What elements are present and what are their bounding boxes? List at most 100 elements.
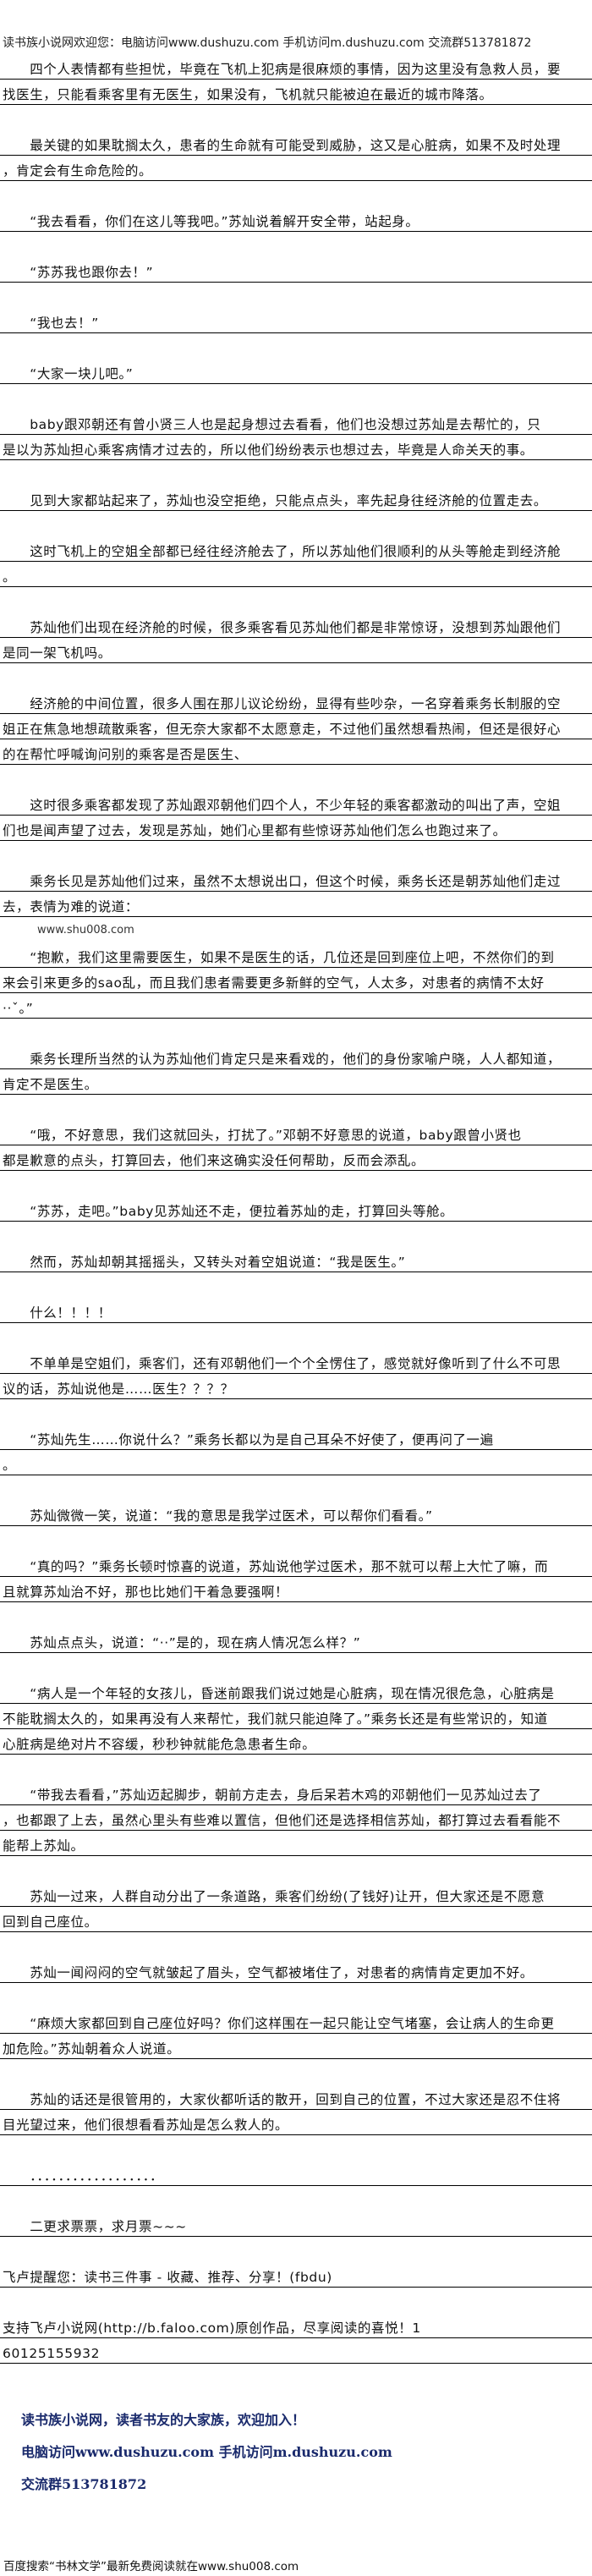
footer-group: 交流群513781872 xyxy=(21,2476,147,2492)
paragraph: “我去看看，你们在这儿等我吧。”苏灿说着解开安全带，站起身。 xyxy=(0,206,592,232)
text-line: baby跟邓朝还有曾小贤三人也是起身想过去看看，他们也没想过苏灿是去帮忙的，只 xyxy=(0,409,592,435)
paragraph: 苏灿一闻闷闷的空气就皱起了眉头，空气都被堵住了，对患者的病情肯定更加不好。 xyxy=(0,1958,592,1983)
text-line: 是以为苏灿担心乘客病情才过去的，所以他们纷纷表示也想过去，毕竟是人命关天的事。 xyxy=(0,435,592,460)
text-line: 什么！！！！ xyxy=(0,1298,592,1323)
paragraph: 苏灿点点头，说道：“··”是的，现在病人情况怎么样？” xyxy=(0,1628,592,1653)
text-line: 都是歉意的点头，打算回去，他们来这确实没任何帮助，反而会添乱。 xyxy=(0,1145,592,1171)
text-line: 支持飞卢小说网(http://b.faloo.com)原创作品，尽享阅读的喜悦！… xyxy=(0,2313,592,2338)
text-line: 来会引来更多的sao乱，而且我们患者需要更多新鲜的空气，人太多，对患者的病情不太… xyxy=(0,968,592,993)
bottom-note: 百度搜索“书林文学”最新免费阅读就在www.shu008.com xyxy=(3,2560,299,2573)
text-line: 。 xyxy=(0,1450,592,1475)
text-line: 不能耽搁太久的，如果再没有人来帮忙，我们就只能迫降了。”乘务长还是有些常识的，知… xyxy=(0,1704,592,1729)
paragraph: 最关键的如果耽搁太久，患者的生命就有可能受到威胁，这又是心脏病，如果不及时处理，… xyxy=(0,130,592,181)
text-line: “我去看看，你们在这儿等我吧。”苏灿说着解开安全带，站起身。 xyxy=(0,206,592,232)
text-line: 60125155932 xyxy=(0,2338,592,2364)
paragraph: “苏苏我也跟你去！” xyxy=(0,257,592,283)
paragraph: 这时很多乘客都发现了苏灿跟邓朝他们四个人，不少年轻的乘客都激动的叫出了声，空姐们… xyxy=(0,790,592,841)
text-line: 这时很多乘客都发现了苏灿跟邓朝他们四个人，不少年轻的乘客都激动的叫出了声，空姐 xyxy=(0,790,592,816)
paragraph: 经济舱的中间位置，很多人围在那儿议论纷纷，显得有些吵杂，一名穿着乘务长制服的空姐… xyxy=(0,689,592,765)
paragraph: “病人是一个年轻的女孩儿，昏迷前跟我们说过她是心脏病，现在情况很危急，心脏病是不… xyxy=(0,1678,592,1755)
paragraph: “带我去看看，”苏灿迈起脚步，朝前方走去，身后呆若木鸡的邓朝他们一见苏灿过去了，… xyxy=(0,1780,592,1856)
text-line: 飞卢提醒您：读书三件事 - 收藏、推荐、分享！(fbdu) xyxy=(0,2262,592,2288)
text-line: 不单单是空姐们，乘客们，还有邓朝他们一个个全愣住了，感觉就好像听到了什么不可思 xyxy=(0,1348,592,1374)
text-line: 姐正在焦急地想疏散乘客，但无奈大家都不太愿意走，不过他们虽然想看热闹，但还是很好… xyxy=(0,714,592,739)
text-line: “病人是一个年轻的女孩儿，昏迷前跟我们说过她是心脏病，现在情况很危急，心脏病是 xyxy=(0,1678,592,1704)
paragraph: 支持飞卢小说网(http://b.faloo.com)原创作品，尽享阅读的喜悦！… xyxy=(0,2313,592,2364)
paragraph: 什么！！！！ xyxy=(0,1298,592,1323)
text-line: 二更求票票，求月票~~~ xyxy=(0,2211,592,2237)
text-line: 苏灿的话还是很管用的，大家伙都听话的散开，回到自己的位置，不过大家还是忍不住将 xyxy=(0,2084,592,2110)
text-line: “苏苏，走吧。”baby见苏灿还不走，便拉着苏灿的走，打算回头等舱。 xyxy=(0,1196,592,1222)
text-line: 去，表情为难的说道： xyxy=(0,892,592,917)
paragraph: “抱歉，我们这里需要医生，如果不是医生的话，几位还是回到座位上吧，不然你们的到来… xyxy=(0,942,592,1019)
text-line: 乘务长理所当然的认为苏灿他们肯定只是来看戏的，他们的身份家喻户晓，人人都知道， xyxy=(0,1044,592,1069)
header-banner: 读书族小说网欢迎您：电脑访问www.dushuzu.com 手机访问m.dush… xyxy=(3,32,592,49)
text-line: 最关键的如果耽搁太久，患者的生命就有可能受到威胁，这又是心脏病，如果不及时处理 xyxy=(0,130,592,156)
text-line: 的在帮忙呼喊询问别的乘客是否是医生、 xyxy=(0,739,592,765)
paragraph: 二更求票票，求月票~~~ xyxy=(0,2211,592,2237)
text-line: 目光望过来，他们很想看看苏灿是怎么救人的。 xyxy=(0,2110,592,2135)
paragraph: “哦，不好意思，我们这就回头，打扰了。”邓朝不好意思的说道，baby跟曾小贤也都… xyxy=(0,1120,592,1171)
text-line: 肯定不是医生。 xyxy=(0,1069,592,1095)
text-line: 且就算苏灿治不好，那也比她们干着急要强啊！ xyxy=(0,1577,592,1602)
paragraph: 乘务长理所当然的认为苏灿他们肯定只是来看戏的，他们的身份家喻户晓，人人都知道，肯… xyxy=(0,1044,592,1095)
paragraph: 然而，苏灿却朝其摇摇头，又转头对着空姐说道：“我是医生。” xyxy=(0,1247,592,1272)
text-line: ．．．．．．．．．．．．．．．．．． xyxy=(0,2161,592,2186)
text-line: 苏灿点点头，说道：“··”是的，现在病人情况怎么样？” xyxy=(0,1628,592,1653)
text-line: 然而，苏灿却朝其摇摇头，又转头对着空姐说道：“我是医生。” xyxy=(0,1247,592,1272)
paragraph: 苏灿他们出现在经济舱的时候，很多乘客看见苏灿他们都是非常惊讶，没想到苏灿跟他们是… xyxy=(0,612,592,663)
text-line: “苏苏我也跟你去！” xyxy=(0,257,592,283)
paragraph: 苏灿的话还是很管用的，大家伙都听话的散开，回到自己的位置，不过大家还是忍不住将目… xyxy=(0,2084,592,2135)
paragraph: “苏灿先生……你说什么？”乘务长都以为是自己耳朵不好使了，便再问了一遍。 xyxy=(0,1425,592,1475)
text-line: 苏灿一闻闷闷的空气就皱起了眉头，空气都被堵住了，对患者的病情肯定更加不好。 xyxy=(0,1958,592,1983)
text-line: 能帮上苏灿。 xyxy=(0,1831,592,1856)
chapter-content: 四个人表情都有些担忧，毕竟在飞机上犯病是很麻烦的事情，因为这里没有急救人员，要找… xyxy=(0,54,592,2389)
site-footer: 读书族小说网，读者书友的大家族，欢迎加入！ 电脑访问www.dushuzu.co… xyxy=(21,2404,392,2501)
paragraph: “大家一块儿吧。” xyxy=(0,359,592,384)
text-line: “苏灿先生……你说什么？”乘务长都以为是自己耳朵不好使了，便再问了一遍 xyxy=(0,1425,592,1450)
text-line: 议的话，苏灿说他是……医生？？？？ xyxy=(0,1374,592,1399)
text-line: 这时飞机上的空姐全部都已经往经济舱去了，所以苏灿他们很顺利的从头等舱走到经济舱 xyxy=(0,536,592,562)
text-line: 加危险。”苏灿朝着众人说道。 xyxy=(0,2034,592,2059)
paragraph: ．．．．．．．．．．．．．．．．．． xyxy=(0,2161,592,2186)
text-line: “麻烦大家都回到自己座位好吗？你们这样围在一起只能让空气堵塞，会让病人的生命更 xyxy=(0,2008,592,2034)
text-line: 四个人表情都有些担忧，毕竟在飞机上犯病是很麻烦的事情，因为这里没有急救人员，要 xyxy=(0,54,592,80)
text-line: 见到大家都站起来了，苏灿也没空拒绝，只能点点头，率先起身往经济舱的位置走去。 xyxy=(0,486,592,511)
paragraph: 这时飞机上的空姐全部都已经往经济舱去了，所以苏灿他们很顺利的从头等舱走到经济舱。 xyxy=(0,536,592,587)
text-line: 是同一架飞机吗。 xyxy=(0,638,592,663)
text-line: 。 xyxy=(0,562,592,587)
text-line: 苏灿微微一笑，说道：“我的意思是我学过医术，可以帮你们看看。” xyxy=(0,1501,592,1526)
paragraph: “麻烦大家都回到自己座位好吗？你们这样围在一起只能让空气堵塞，会让病人的生命更加… xyxy=(0,2008,592,2059)
paragraph: 乘务长见是苏灿他们过来，虽然不太想说出口，但这个时候，乘务长还是朝苏灿他们走过去… xyxy=(0,866,592,917)
text-line: ，肯定会有生命危险的。 xyxy=(0,156,592,181)
watermark-link[interactable]: www.shu008.com xyxy=(37,924,134,936)
footer-access-links[interactable]: 电脑访问www.dushuzu.com 手机访问m.dushuzu.com xyxy=(21,2444,392,2460)
text-line: 心脏病是绝对片不容缓，秒秒钟就能危急患者生命。 xyxy=(0,1729,592,1755)
paragraph: 苏灿微微一笑，说道：“我的意思是我学过医术，可以帮你们看看。” xyxy=(0,1501,592,1526)
text-line: 们也是闻声望了过去，发现是苏灿，她们心里都有些惊讶苏灿他们怎么也跑过来了。 xyxy=(0,816,592,841)
text-line: 苏灿他们出现在经济舱的时候，很多乘客看见苏灿他们都是非常惊讶，没想到苏灿跟他们 xyxy=(0,612,592,638)
text-line: 回到自己座位。 xyxy=(0,1907,592,1932)
paragraph: 飞卢提醒您：读书三件事 - 收藏、推荐、分享！(fbdu) xyxy=(0,2262,592,2288)
text-line: ，也都跟了上去，虽然心里头有些难以置信，但他们还是选择相信苏灿，都打算过去看看能… xyxy=(0,1805,592,1831)
paragraph: 不单单是空姐们，乘客们，还有邓朝他们一个个全愣住了，感觉就好像听到了什么不可思议… xyxy=(0,1348,592,1399)
text-line: ··ˇ。” xyxy=(0,993,592,1019)
paragraph: “我也去！” xyxy=(0,308,592,333)
footer-welcome: 读书族小说网，读者书友的大家族，欢迎加入！ xyxy=(21,2412,306,2428)
text-line: “哦，不好意思，我们这就回头，打扰了。”邓朝不好意思的说道，baby跟曾小贤也 xyxy=(0,1120,592,1145)
paragraph: 四个人表情都有些担忧，毕竟在飞机上犯病是很麻烦的事情，因为这里没有急救人员，要找… xyxy=(0,54,592,105)
paragraph: 苏灿一过来，人群自动分出了一条道路，乘客们纷纷(了钱好)让开，但大家还是不愿意回… xyxy=(0,1881,592,1932)
text-line: “带我去看看，”苏灿迈起脚步，朝前方走去，身后呆若木鸡的邓朝他们一见苏灿过去了 xyxy=(0,1780,592,1805)
text-line: “我也去！” xyxy=(0,308,592,333)
text-line: “真的吗？”乘务长顿时惊喜的说道，苏灿说他学过医术，那不就可以帮上大忙了嘛，而 xyxy=(0,1552,592,1577)
header-banner-text: 读书族小说网欢迎您：电脑访问www.dushuzu.com 手机访问m.dush… xyxy=(3,36,532,49)
text-line: 乘务长见是苏灿他们过来，虽然不太想说出口，但这个时候，乘务长还是朝苏灿他们走过 xyxy=(0,866,592,892)
paragraph: “真的吗？”乘务长顿时惊喜的说道，苏灿说他学过医术，那不就可以帮上大忙了嘛，而且… xyxy=(0,1552,592,1602)
text-line: “抱歉，我们这里需要医生，如果不是医生的话，几位还是回到座位上吧，不然你们的到 xyxy=(0,942,592,968)
paragraph: baby跟邓朝还有曾小贤三人也是起身想过去看看，他们也没想过苏灿是去帮忙的，只是… xyxy=(0,409,592,460)
text-line: “大家一块儿吧。” xyxy=(0,359,592,384)
paragraph: “苏苏，走吧。”baby见苏灿还不走，便拉着苏灿的走，打算回头等舱。 xyxy=(0,1196,592,1222)
text-line: 苏灿一过来，人群自动分出了一条道路，乘客们纷纷(了钱好)让开，但大家还是不愿意 xyxy=(0,1881,592,1907)
text-line: 经济舱的中间位置，很多人围在那儿议论纷纷，显得有些吵杂，一名穿着乘务长制服的空 xyxy=(0,689,592,714)
text-line: 找医生，只能看乘客里有无医生，如果没有，飞机就只能被迫在最近的城市降落。 xyxy=(0,80,592,105)
